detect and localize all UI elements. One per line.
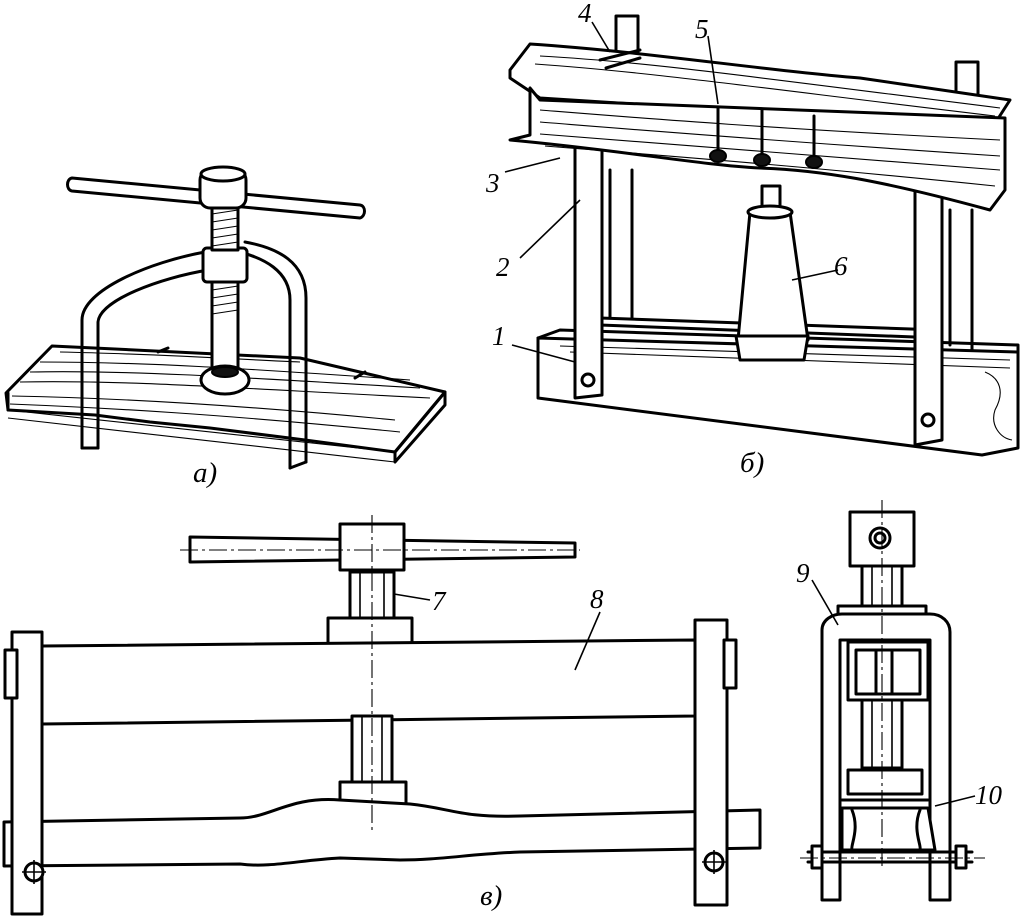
part-6-jack	[734, 184, 810, 362]
svg-text:10: 10	[975, 780, 1003, 810]
caption-v: в)	[480, 880, 502, 912]
part-8-beam	[40, 638, 697, 726]
part-5-clamps	[709, 106, 823, 169]
svg-text:5: 5	[695, 14, 709, 44]
svg-text:7: 7	[432, 586, 447, 616]
svg-text:2: 2	[496, 252, 510, 282]
caption-b: б)	[740, 447, 764, 479]
view-a-board-grain	[7, 351, 431, 463]
svg-text:3: 3	[485, 168, 500, 198]
part-4-rod	[598, 48, 642, 70]
view-a-screw-press: а)	[4, 165, 447, 489]
part-10-workpiece	[840, 806, 937, 852]
svg-text:1: 1	[492, 321, 506, 351]
svg-text:6: 6	[834, 251, 848, 281]
caption-a: а)	[193, 457, 217, 489]
view-a-collar	[201, 246, 249, 284]
view-v-side-elevation: 7 8 в)	[2, 515, 762, 916]
svg-text:9: 9	[796, 558, 810, 588]
view-a-bracket	[80, 240, 308, 470]
svg-text:4: 4	[578, 0, 592, 28]
view-b-callouts: 1 2 3 4 5 6	[485, 0, 848, 363]
svg-text:8: 8	[590, 584, 604, 614]
view-b-frame-press: 1 2 3 4 5 6 б)	[485, 0, 1020, 479]
view-v-bent-workpiece	[2, 798, 762, 868]
view-v-end-elevation: 9 10	[796, 500, 1003, 902]
